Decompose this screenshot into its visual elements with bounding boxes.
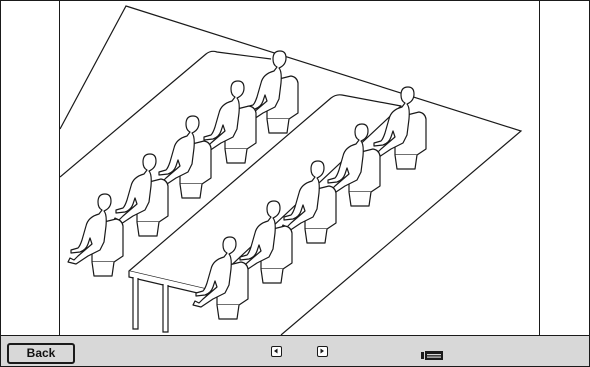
projector-icon[interactable]	[421, 347, 443, 356]
triangle-right-icon	[318, 347, 326, 355]
bottom-toolbar: Back	[1, 335, 589, 367]
next-button[interactable]	[317, 346, 328, 357]
right-margin-panel	[539, 1, 590, 335]
classroom-layout-drawing	[60, 1, 539, 335]
left-margin-panel	[1, 1, 60, 335]
back-button[interactable]: Back	[7, 343, 75, 364]
previous-button[interactable]	[271, 346, 282, 357]
triangle-left-icon	[272, 347, 280, 355]
seating-illustration	[60, 1, 539, 335]
